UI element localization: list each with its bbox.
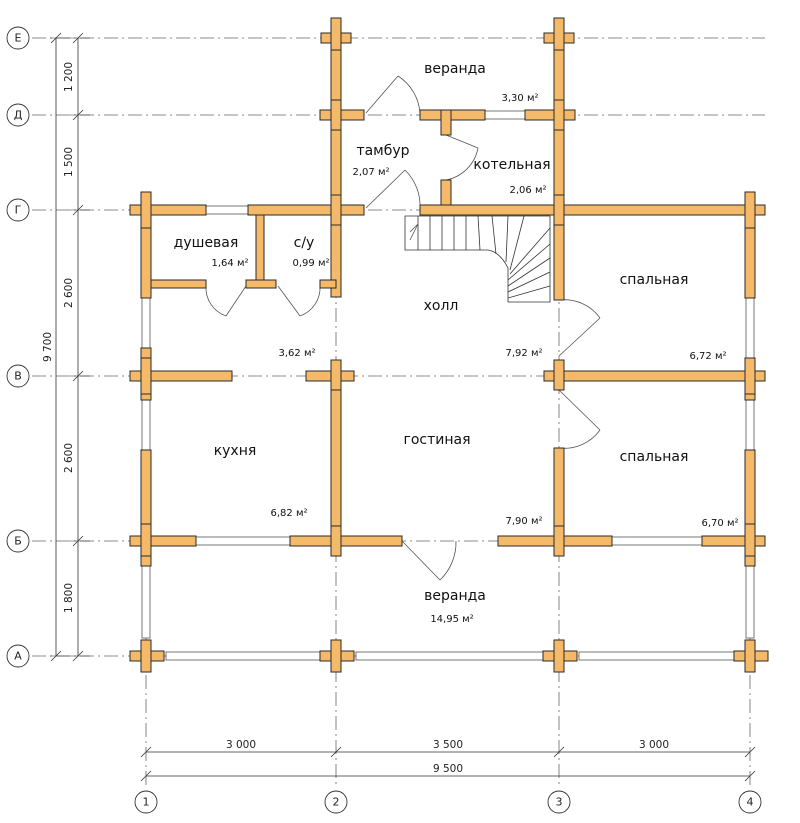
wall-su-bottom-right — [319, 279, 337, 289]
bottom-dimensions: 3 000 3 500 3 000 9 500 — [140, 739, 756, 782]
door-kotelnaya — [445, 134, 479, 181]
room-name-tambur: тамбур — [356, 143, 409, 159]
room-name-spalnaya-2: спальная — [620, 449, 689, 465]
room-area-veranda-bottom: 14,95 м² — [430, 614, 473, 625]
wall-dush-su — [255, 214, 265, 288]
axis-label-V: В — [14, 370, 22, 383]
dim-left-4: 2 600 — [63, 443, 75, 473]
window-veranda-top — [484, 110, 526, 120]
wall-D-right — [524, 109, 576, 121]
dim-bottom-2: 3 500 — [433, 739, 463, 751]
wall-B-2 — [289, 535, 403, 547]
axis-label-1: 1 — [143, 796, 150, 809]
wall-G-mid — [247, 204, 365, 216]
room-name-veranda-top: веранда — [424, 61, 486, 77]
wall-G-left — [129, 204, 207, 216]
dim-left-5: 1 800 — [63, 583, 75, 613]
dim-left-total: 9 700 — [42, 332, 54, 362]
room-name-spalnaya-1: спальная — [620, 272, 689, 288]
staircase — [404, 215, 551, 303]
axis-label-A: А — [14, 650, 22, 663]
dim-left-3: 2 600 — [63, 278, 75, 308]
room-name-su: с/у — [294, 235, 315, 251]
dim-left-2: 1 500 — [63, 147, 75, 177]
axis-label-B: Б — [14, 535, 22, 548]
room-area-gostinaya: 7,90 м² — [506, 516, 543, 527]
railing-3 — [578, 651, 738, 661]
axis-label-2: 2 — [333, 796, 340, 809]
window-left-veranda — [141, 559, 151, 639]
log-corners — [129, 17, 769, 673]
room-name-veranda-bottom: веранда — [424, 588, 486, 604]
walls — [129, 24, 766, 561]
wall-D-mid — [419, 109, 486, 121]
axis-bubbles: Е Д Г В Б А 1 2 3 4 — [6, 26, 762, 814]
wall-V-mid — [305, 370, 355, 382]
window-left-lower — [141, 399, 151, 451]
door-bedroom-2 — [558, 389, 601, 449]
room-name-kotelnaya: котельная — [473, 157, 550, 173]
room-area-kotelnaya: 2,06 м² — [510, 185, 547, 196]
room-area-spalnaya-2: 6,70 м² — [702, 518, 739, 529]
railing-1 — [165, 651, 327, 661]
room-name-dushevaya: душевая — [174, 235, 239, 251]
window-right-upper — [745, 297, 755, 361]
axis-label-3: 3 — [556, 796, 563, 809]
room-area-holl: 7,92 м² — [506, 348, 543, 359]
door-tambur — [365, 169, 421, 209]
wall-B-4 — [701, 535, 766, 547]
wall-B-1 — [129, 535, 197, 547]
wall-V-left — [129, 370, 233, 382]
axis-label-D: Д — [14, 109, 23, 122]
window-dush — [205, 205, 251, 215]
room-name-holl: холл — [424, 298, 459, 314]
wall-su-bottom-left — [245, 279, 277, 289]
room-labels: веранда 3,30 м² тамбур 2,07 м² котельная… — [174, 61, 739, 625]
room-area-holl-left: 3,62 м² — [279, 348, 316, 359]
wall-G-right — [419, 204, 766, 216]
door-dushevaya — [205, 285, 247, 317]
window-kitchen — [195, 536, 291, 546]
axis-label-E: Е — [15, 32, 22, 45]
left-dimensions: 1 200 1 500 2 600 2 600 1 800 9 700 — [42, 32, 90, 662]
axis-label-4: 4 — [747, 796, 754, 809]
wall-axis2-top — [330, 24, 342, 298]
wall-dush-bottom — [150, 279, 207, 289]
room-area-su: 0,99 м² — [293, 258, 330, 269]
room-name-kuhnya: кухня — [214, 443, 257, 459]
door-su — [277, 285, 321, 317]
room-name-gostinaya: гостиная — [403, 432, 470, 448]
room-area-spalnaya-1: 6,72 м² — [690, 351, 727, 362]
doors — [205, 75, 601, 581]
room-area-kuhnya: 6,82 м² — [271, 508, 308, 519]
room-area-tambur: 2,07 м² — [353, 167, 390, 178]
door-bedroom-1 — [558, 299, 601, 357]
wall-kotel-vert — [440, 109, 452, 136]
dim-bottom-total: 9 500 — [433, 763, 463, 775]
door-gostinaya — [401, 540, 457, 581]
dim-left-1: 1 200 — [63, 62, 75, 92]
window-left-upper — [141, 297, 151, 349]
axis-label-G: Г — [15, 204, 22, 217]
wall-D-left — [319, 109, 365, 121]
dim-bottom-1: 3 000 — [226, 739, 256, 751]
wall-axis3-top — [553, 24, 565, 301]
room-area-veranda-top: 3,30 м² — [502, 93, 539, 104]
door-veranda-top — [365, 75, 421, 114]
window-bedroom-2 — [611, 536, 703, 546]
room-area-dushevaya: 1,64 м² — [212, 258, 249, 269]
railing-2 — [355, 651, 545, 661]
wall-V-right — [543, 370, 766, 382]
dim-bottom-3: 3 000 — [639, 739, 669, 751]
window-right-lower — [745, 399, 755, 451]
window-right-veranda — [745, 559, 755, 639]
